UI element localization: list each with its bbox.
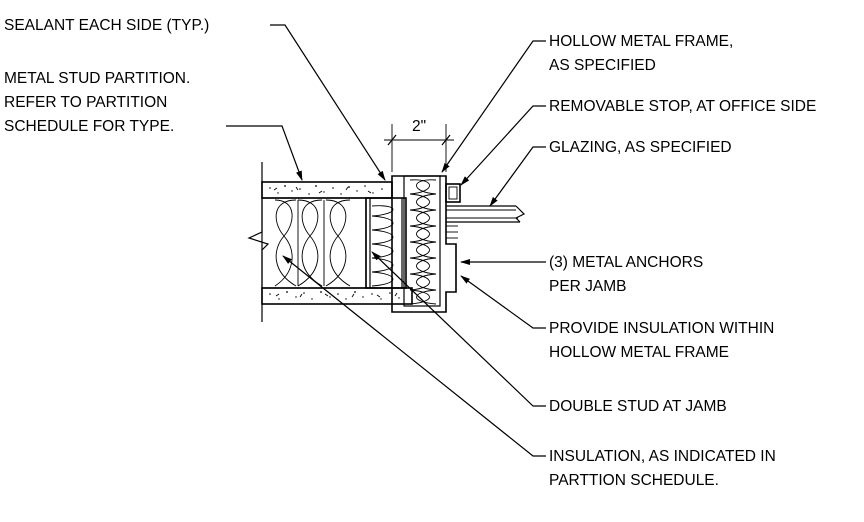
batt-insulation	[274, 199, 351, 287]
glazing	[446, 205, 526, 239]
label-insulation-line-2: PARTTION SCHEDULE.	[549, 472, 719, 489]
gypsum-board-top	[261, 181, 393, 199]
wall-assembly: 2"	[247, 118, 526, 322]
gypsum-hatch-bottom	[269, 291, 400, 300]
label-partition-line-2: REFER TO PARTITION	[4, 94, 167, 111]
leader-sealant	[270, 24, 386, 181]
label-stop: REMOVABLE STOP, AT OFFICE SIDE	[549, 98, 816, 115]
label-anchors-line-2: PER JAMB	[549, 278, 627, 295]
label-double-stud: DOUBLE STUD AT JAMB	[549, 398, 727, 415]
leader-partition	[226, 125, 303, 181]
label-frame-insulation-line-2: HOLLOW METAL FRAME	[549, 344, 729, 361]
label-frame-line-2: AS SPECIFIED	[549, 57, 656, 74]
label-partition-line-3: SCHEDULE FOR TYPE.	[4, 118, 174, 135]
stud-cavity	[261, 197, 367, 289]
removable-stop	[445, 183, 461, 203]
leaders	[226, 24, 546, 457]
label-glazing: GLAZING, AS SPECIFIED	[549, 139, 732, 156]
label-partition-line-1: METAL STUD PARTITION.	[4, 70, 190, 87]
leader-glazing	[489, 146, 546, 207]
gypsum-board-bottom	[261, 287, 413, 305]
leader-frame	[441, 40, 546, 173]
gypsum-hatch-top	[269, 185, 383, 195]
label-frame-line-1: HOLLOW METAL FRAME,	[549, 33, 733, 50]
label-anchors-line-1: (3) METAL ANCHORS	[549, 254, 703, 271]
callout-labels: SEALANT EACH SIDE (TYP.) METAL STUD PART…	[4, 17, 816, 489]
removable-stop-inner	[448, 186, 458, 200]
label-sealant: SEALANT EACH SIDE (TYP.)	[4, 17, 209, 34]
leader-frame-insulation	[460, 275, 546, 329]
break-line	[247, 162, 270, 322]
leader-double-stud	[371, 251, 546, 407]
label-insulation-line-1: INSULATION, AS INDICATED IN	[549, 448, 776, 465]
leader-insulation	[282, 255, 546, 457]
double-stud	[365, 197, 407, 289]
dimension-2in	[384, 124, 454, 172]
label-frame-insulation-line-1: PROVIDE INSULATION WITHIN	[549, 320, 774, 337]
leader-stop	[460, 105, 546, 186]
dimension-label: 2"	[412, 118, 426, 135]
